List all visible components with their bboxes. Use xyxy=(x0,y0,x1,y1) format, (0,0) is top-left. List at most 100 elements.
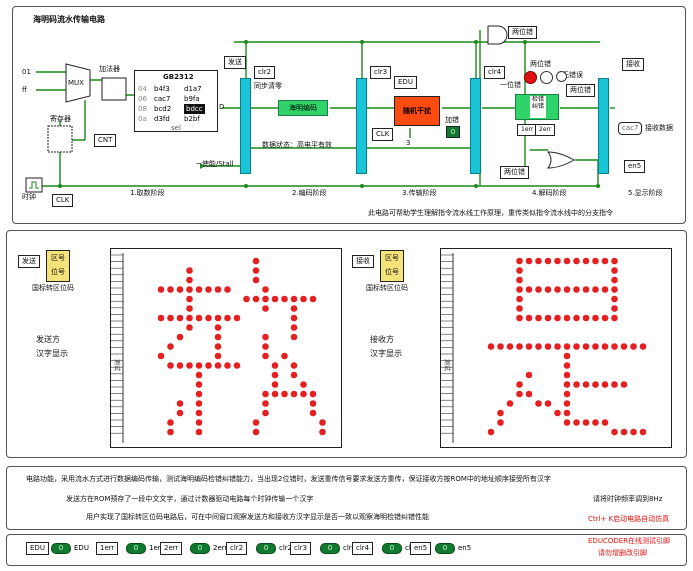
led-dot xyxy=(592,419,599,426)
led-dot xyxy=(497,343,504,350)
led-dot xyxy=(195,286,203,293)
clk-pin[interactable]: CLK xyxy=(52,194,74,207)
led-dot xyxy=(290,314,298,322)
led-dot xyxy=(309,390,317,398)
led-dot xyxy=(157,314,165,322)
clr3-pin[interactable]: clr3 xyxy=(370,66,392,79)
led-dot xyxy=(195,428,203,436)
pipeline-register-4 xyxy=(598,78,609,174)
led-dot xyxy=(290,295,298,303)
led-dot xyxy=(281,390,288,398)
led-dot xyxy=(563,286,571,293)
led-dot xyxy=(573,381,580,388)
clr2-pin[interactable]: clr2 xyxy=(254,66,276,79)
led-dot xyxy=(309,295,317,303)
no-error-led xyxy=(556,71,567,82)
led-dot xyxy=(290,362,298,369)
test-led: 0 xyxy=(51,543,71,554)
led-dot xyxy=(554,314,561,322)
add-fault-toggle[interactable]: 0 xyxy=(446,126,460,138)
register-label: 寄存器 xyxy=(50,115,71,123)
led-dot xyxy=(544,400,552,407)
fault-width-label: 3 xyxy=(406,139,411,147)
led-dot xyxy=(582,343,590,350)
two-bit-error-right-pin[interactable]: 两位错 xyxy=(566,84,595,97)
edu-pin[interactable]: EDU xyxy=(394,76,417,89)
led-dot xyxy=(639,428,647,436)
send-display-pin[interactable]: 发送 xyxy=(18,255,40,268)
en5-pin[interactable]: en5 xyxy=(624,160,646,173)
led-dot xyxy=(195,314,203,322)
receive-display-pin[interactable]: 接收 xyxy=(352,255,374,268)
led-dot xyxy=(186,305,193,312)
test-input-pin[interactable]: EDU xyxy=(26,542,49,555)
test-output-label: 1err xyxy=(149,544,164,552)
test-output-label: clr3 xyxy=(343,544,357,552)
led-dot xyxy=(601,343,609,350)
test-led: 0 xyxy=(126,543,146,554)
led-dot xyxy=(167,428,174,436)
sender-display-label-1: 发送方 xyxy=(36,335,60,344)
test-output-label: clr2 xyxy=(279,544,293,552)
led-dot xyxy=(582,381,590,388)
add-fault-label: 加错 xyxy=(445,116,459,124)
led-dot xyxy=(176,333,184,341)
rom-address: 08 xyxy=(138,105,147,113)
led-dot xyxy=(167,343,174,350)
sender-code-converter: 区号 位号 xyxy=(46,250,70,282)
test-input-pin[interactable]: 1err xyxy=(96,542,119,555)
led-dot xyxy=(214,343,222,350)
led-dot xyxy=(319,428,326,436)
led-dot xyxy=(167,314,174,322)
led-dot xyxy=(506,343,514,350)
pipeline-note: 此电路可帮助学生理解指令流水线工作原理，重传类似指令流水线中的分支指令 xyxy=(368,209,613,217)
led-dot xyxy=(167,286,174,293)
clr4-pin[interactable]: clr4 xyxy=(484,66,506,79)
led-dot xyxy=(582,286,590,293)
two-bit-error-led xyxy=(524,71,537,84)
led-dot xyxy=(271,381,279,388)
led-dot xyxy=(252,428,260,436)
clk2-pin[interactable]: CLK xyxy=(372,128,394,141)
led-dot xyxy=(611,381,618,388)
two-bit-error-top-pin[interactable]: 两位错 xyxy=(508,26,537,39)
test-input-pin[interactable]: clr3 xyxy=(290,542,312,555)
test-led: 0 xyxy=(320,543,340,554)
pipeline-register-3 xyxy=(470,78,481,174)
test-input-pin[interactable]: 2err xyxy=(160,542,183,555)
two-bit-error-left-pin[interactable]: 两位错 xyxy=(500,166,529,179)
led-dot xyxy=(563,409,571,417)
led-dot xyxy=(554,257,561,265)
cac7-output: cac7 xyxy=(618,122,643,135)
rom-address: 06 xyxy=(138,95,147,103)
led-dot xyxy=(271,371,279,379)
cnt-pin[interactable]: CNT xyxy=(94,134,117,147)
led-dot xyxy=(262,286,269,293)
led-dot xyxy=(186,314,193,322)
rom-title: GB2312 xyxy=(163,73,194,81)
send-pin[interactable]: 发送 xyxy=(224,56,246,69)
led-dot xyxy=(535,314,542,322)
2err-pin[interactable]: 2err xyxy=(535,124,556,136)
led-dot xyxy=(563,352,571,360)
led-dot xyxy=(554,343,561,350)
test-input-pin[interactable]: en5 xyxy=(410,542,432,555)
led-dot xyxy=(516,295,523,303)
rom-value: b9fa xyxy=(184,95,200,103)
stall-label: ~使能/Stall xyxy=(196,160,234,168)
receive-pin[interactable]: 接收 xyxy=(622,58,644,71)
led-dot xyxy=(176,362,184,369)
led-dot xyxy=(176,286,184,293)
stage-3-label: 3.传输阶段 xyxy=(402,189,437,197)
receiver-led-matrix: 测试 xyxy=(440,248,672,448)
test-input-pin[interactable]: clr4 xyxy=(352,542,374,555)
led-dot xyxy=(525,257,533,265)
rom-value: d3fd xyxy=(154,115,170,123)
led-dot xyxy=(157,286,165,293)
led-dot xyxy=(544,314,552,322)
test-input-pin[interactable]: clr2 xyxy=(226,542,248,555)
const-ff-label: ff xyxy=(22,86,27,94)
led-dot xyxy=(195,371,203,379)
led-dot xyxy=(592,343,599,350)
